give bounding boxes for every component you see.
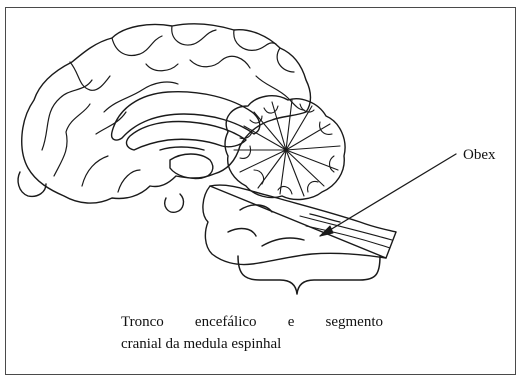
pituitary	[165, 194, 184, 212]
obex-pointer-arrow	[320, 154, 456, 236]
obex-label: Obex	[463, 147, 496, 164]
brainstem-brace	[238, 256, 380, 294]
brainstem-spinal-cord	[203, 185, 396, 264]
thalamus	[170, 154, 213, 179]
caption-line-1: Tronco encefálico e segmento	[121, 314, 383, 331]
corpus-callosum	[112, 92, 260, 150]
cerebellum	[225, 96, 345, 200]
caption-line-2: cranial da medula espinhal	[121, 336, 281, 353]
